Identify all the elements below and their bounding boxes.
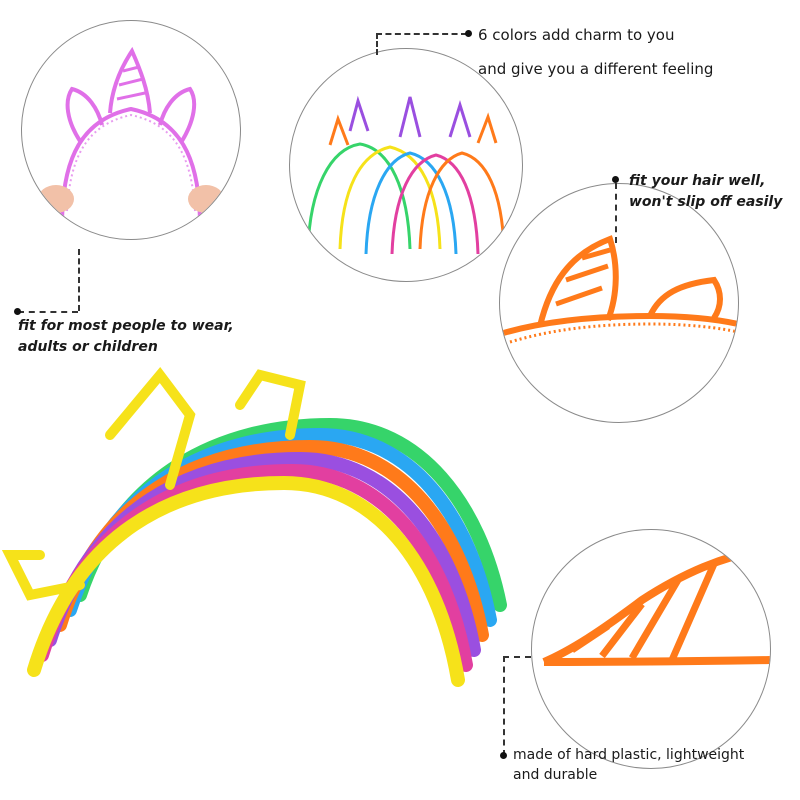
circle-pink-headband	[21, 20, 241, 240]
dot-marker-icon	[465, 30, 472, 37]
caption-fit-people: fit for most people to wear, adults or c…	[18, 316, 234, 358]
connector-fit-hair	[615, 183, 617, 243]
connector-colors	[376, 33, 467, 55]
caption-fit-people-line-1: fit for most people to wear,	[18, 318, 234, 334]
caption-fit-people-line-2: adults or children	[18, 339, 158, 355]
caption-material-line-1: made of hard plastic, lightweight	[513, 747, 745, 763]
dot-marker-icon	[612, 176, 619, 183]
six-colors-image	[306, 95, 506, 255]
caption-fit-hair-line-2: won't slip off easily	[629, 194, 783, 210]
dot-marker-icon	[500, 752, 507, 759]
dot-marker-icon	[14, 308, 21, 315]
headband-stack-image	[1, 366, 507, 687]
connector-fit-people-h	[18, 311, 78, 313]
connector-fit-people	[78, 249, 80, 311]
circle-orange-headband	[499, 183, 739, 423]
circle-orange-horn	[531, 529, 771, 769]
caption-material-line-2: and durable	[513, 767, 598, 783]
orange-horn-image	[542, 544, 770, 666]
caption-material: made of hard plastic, lightweight and du…	[513, 745, 744, 785]
hand-icon	[188, 185, 224, 213]
pink-headband-image	[38, 46, 224, 227]
caption-colors: 6 colors add charm to you and give you a…	[478, 24, 713, 80]
caption-fit-hair-line-1: fit your hair well,	[629, 173, 766, 189]
connector-material	[503, 656, 531, 658]
circle-six-colors	[289, 48, 523, 282]
caption-fit-hair: fit your hair well, won't slip off easil…	[629, 171, 782, 213]
caption-colors-line-1: 6 colors add charm to you	[478, 26, 675, 44]
hand-icon	[38, 185, 74, 213]
connector-material-v	[503, 656, 505, 756]
caption-colors-line-2: and give you a different feeling	[478, 60, 714, 78]
orange-headband-image	[500, 235, 738, 344]
